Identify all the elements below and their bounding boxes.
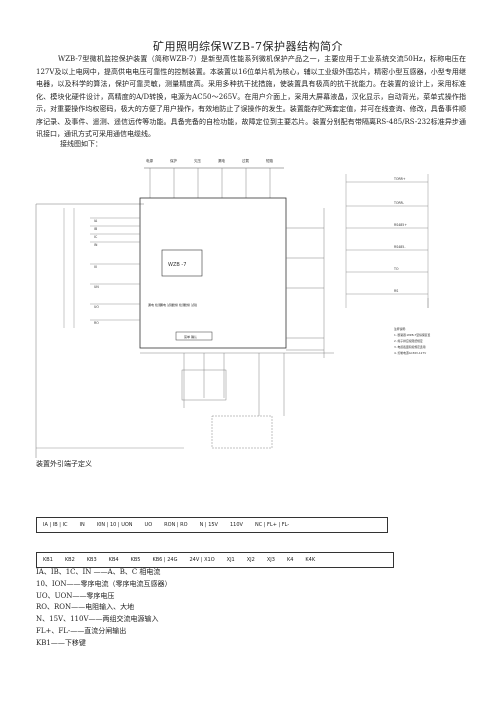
lcd-display [161, 249, 203, 277]
svg-text:RS485-: RS485- [394, 245, 405, 249]
svg-text:IC: IC [94, 235, 98, 239]
terminal-cell: NC | FL+ | FL- [254, 522, 290, 528]
terminal-section-title: 装置外引端子定义 [36, 460, 92, 468]
definition-line: UO、UON——零序电压 [36, 591, 115, 600]
svg-text:RS485+: RS485+ [394, 223, 407, 227]
svg-text:TORR+: TORR+ [393, 177, 406, 181]
definition-line: 10、ION——零序电流（零序电流互感器） [36, 579, 172, 588]
definition-line: N、15V、110V——两组交流电源输入 [36, 615, 159, 624]
terminal-cell: XJ2 [246, 557, 255, 563]
terminal-cell: KB4 [108, 557, 119, 563]
top-label: 过载 [242, 158, 249, 163]
right-relays [286, 208, 325, 358]
top-label: 保护 [170, 158, 177, 163]
svg-text:IN: IN [94, 243, 98, 247]
transformer-box [181, 369, 227, 401]
terminal-cell: KB2 [64, 557, 75, 563]
comm-terminals: TORR+ TORR- RS485+ RS485- TO RS [345, 174, 429, 308]
top-label: 漏电 [218, 158, 225, 163]
terminal-row-1: IA | IB | IC IN I0N | 10 | UON UO RON | … [36, 517, 388, 533]
terminal-cell: KB6 | 24G [152, 557, 178, 563]
svg-text:I0: I0 [94, 265, 97, 269]
svg-text:RS: RS [394, 289, 398, 293]
svg-text:TORR-: TORR- [393, 201, 404, 205]
device-box [139, 197, 287, 349]
terminal-cell: IN [79, 522, 85, 528]
terminal-cell: UO [144, 522, 153, 528]
svg-text:2. 端子排应按图纸规定: 2. 端子排应按图纸规定 [394, 339, 423, 343]
terminal-cell: K4 [286, 557, 294, 563]
panel-label: 绝缘 检测 [172, 302, 185, 307]
svg-text:UN: UN [94, 285, 99, 289]
terminal-cell: 24V | X1O [189, 557, 215, 563]
terminal-cell: XJ1 [226, 557, 235, 563]
definition-line: RO、RON——电阻输入、大地 [36, 603, 135, 612]
terminal-cell: XJ3 [266, 557, 275, 563]
terminal-definitions: IA、IB、1C、IN ——A、B、C 相电流 10、ION——零序电流（零序电… [36, 567, 172, 650]
menu-button [175, 331, 213, 341]
terminal-cell: IA | IB | IC [43, 522, 68, 528]
top-label: 短路 [266, 158, 274, 163]
top-relay-group: 电源 保护 欠压 漏电 过载 短路 [146, 158, 274, 198]
top-label: 欠压 [194, 158, 201, 163]
svg-text:注释说明:: 注释说明: [394, 327, 406, 331]
panel-label: 漏电 试验 [160, 302, 173, 307]
panel-label: 绝缘 试验 [184, 302, 197, 307]
svg-text:RO: RO [94, 321, 99, 325]
terminal-cell: I0N | 10 | UON [96, 522, 133, 528]
terminal-row-2: KB1 KB2 KB3 KB4 KB5 KB6 | 24G 24V | X1O … [36, 552, 394, 568]
terminal-cell: 110V [229, 522, 243, 528]
svg-text:IA: IA [94, 219, 98, 223]
document-title: 矿用照明综保WZB-7保护器结构简介 [153, 40, 343, 53]
definition-line: FL+、FL-——直流分闸输出 [36, 626, 127, 635]
definition-line: IA、IB、1C、IN ——A、B、C 相电流 [36, 568, 161, 576]
left-terminals: IA IB IC IN I0 UN UO RO [63, 208, 140, 328]
top-label: 电源 [146, 158, 153, 163]
svg-text:1. 断路器:WZB-7型综保装置: 1. 断路器:WZB-7型综保装置 [394, 333, 430, 337]
terminal-cell: K4K [305, 557, 316, 563]
svg-text:3. 电缆截面积按规定选用: 3. 电缆截面积按规定选用 [394, 345, 426, 349]
diagram-caption: 接线图如下： [60, 140, 102, 148]
definition-line: KB1——下移键 [36, 638, 86, 647]
svg-text:IB: IB [94, 227, 97, 231]
svg-text:4. 控制电源AC36V-127V: 4. 控制电源AC36V-127V [394, 351, 426, 355]
terminal-cell: KB3 [86, 557, 97, 563]
svg-text:TO: TO [393, 267, 399, 271]
diagram-notes: 注释说明: 1. 断路器:WZB-7型综保装置 2. 端子排应按图纸规定 3. … [394, 327, 430, 355]
panel-label: 漏电 检测 [148, 302, 161, 307]
terminal-cell: N | 15V [199, 522, 218, 528]
bottom-box [211, 415, 273, 449]
intro-paragraph: WZB-7型微机监控保护装置（简称WZB-7）是新型高性能系列微机保护产品之一，… [36, 55, 466, 138]
device-label: WZB -7 [168, 262, 186, 268]
terminal-cell: KB1 [43, 557, 53, 563]
terminal-cell: RON | RO [164, 522, 188, 528]
wiring-diagram: 电源 保护 欠压 漏电 过载 短路 WZB -7 漏电 检测 漏电 试验 绝缘 … [35, 158, 430, 458]
svg-text:UO: UO [94, 305, 99, 309]
terminal-cell: KB5 [130, 557, 141, 563]
menu-button-label: 菜单 确认 [184, 334, 197, 339]
